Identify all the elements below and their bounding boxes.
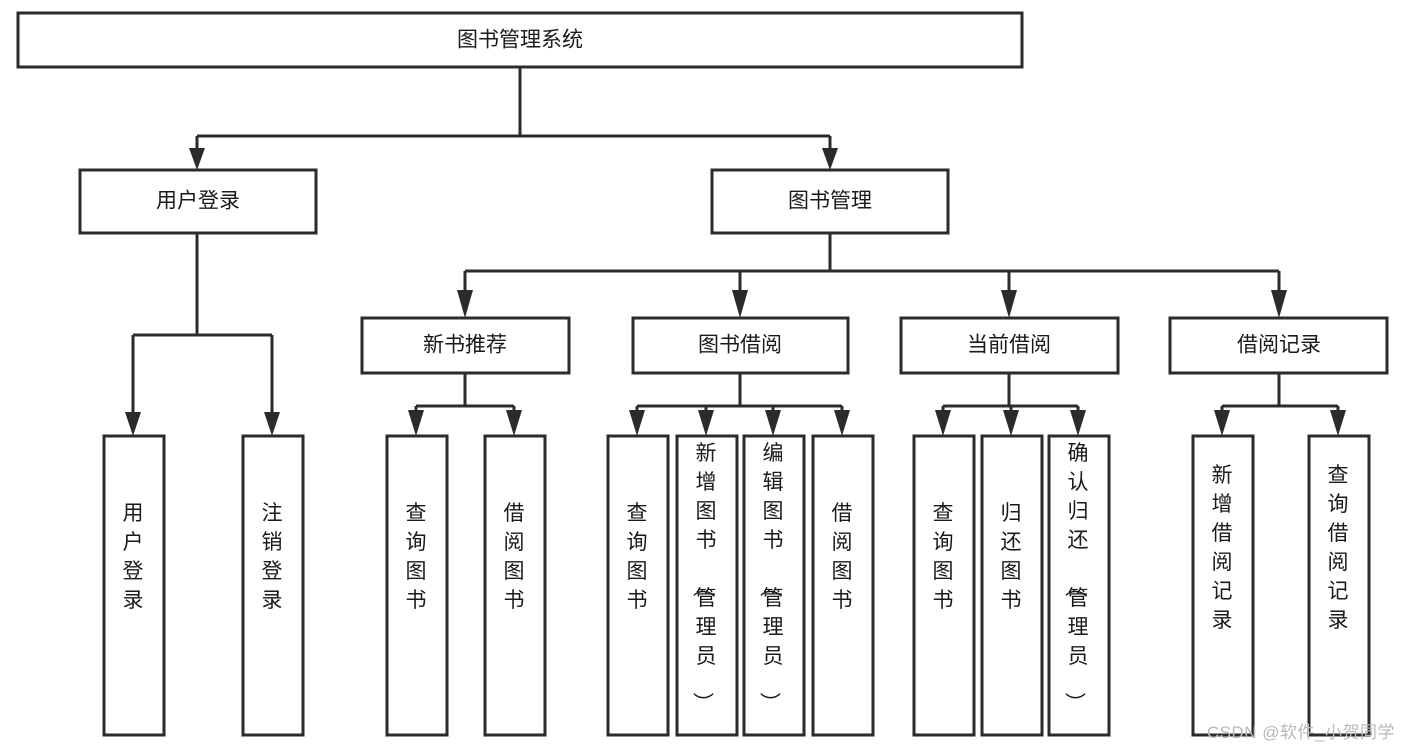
node-leaf-logout-login-box[interactable] bbox=[241, 434, 305, 737]
node-book-manage[interactable]: 图书管理 bbox=[710, 168, 950, 235]
node-leaf-edit-book-box[interactable] bbox=[742, 434, 806, 737]
arrow-head-leaf-return-book bbox=[1003, 410, 1019, 436]
node-current-borrow-label: 当前借阅 bbox=[967, 334, 1051, 357]
arrow-head-leaf-confirm-return bbox=[1070, 410, 1086, 436]
node-root-label: 图书管理系统 bbox=[457, 29, 583, 52]
arrow-head-leaf-query-book-2 bbox=[629, 410, 645, 436]
node-leaf-query-book-3-label: 查询图书 bbox=[933, 502, 954, 612]
node-leaf-query-book-2-box[interactable] bbox=[606, 434, 670, 737]
arrow-head-leaf-user-login bbox=[125, 412, 141, 436]
node-leaf-add-book-box[interactable] bbox=[675, 434, 739, 737]
node-leaf-edit-book-label: 编辑图书（管理员） bbox=[758, 442, 784, 713]
arrow-head-leaf-logout-login bbox=[264, 412, 280, 436]
node-leaf-edit-book[interactable]: 编辑图书（管理员） bbox=[742, 434, 806, 737]
node-book-manage-label: 图书管理 bbox=[788, 190, 872, 213]
node-leaf-query-book-1-box[interactable] bbox=[385, 434, 449, 737]
node-root[interactable]: 图书管理系统 bbox=[16, 11, 1024, 69]
node-leaf-query-book-3[interactable]: 查询图书 bbox=[912, 434, 976, 737]
arrow-head-leaf-borrow-book-1 bbox=[506, 410, 522, 436]
node-leaf-query-book-2[interactable]: 查询图书 bbox=[606, 434, 670, 737]
node-leaf-query-book-1-label: 查询图书 bbox=[406, 502, 427, 612]
node-leaf-return-book[interactable]: 归还图书 bbox=[980, 434, 1044, 737]
arrow-head-leaf-query-book-1 bbox=[408, 410, 424, 436]
node-leaf-add-record-box[interactable] bbox=[1191, 434, 1255, 737]
node-leaf-borrow-book-1[interactable]: 借阅图书 bbox=[483, 434, 547, 737]
node-borrow-record-box[interactable] bbox=[1168, 316, 1389, 375]
node-book-borrow-box[interactable] bbox=[631, 316, 850, 375]
arrow-head-user-login bbox=[189, 148, 205, 170]
node-leaf-confirm-return-label: 确认归还（管理员） bbox=[1063, 442, 1089, 713]
node-leaf-borrow-book-1-label: 借阅图书 bbox=[504, 502, 525, 612]
node-new-book-rec-box[interactable] bbox=[360, 316, 571, 375]
node-leaf-query-book-1[interactable]: 查询图书 bbox=[385, 434, 449, 737]
node-leaf-query-record[interactable]: 查询借阅记录 bbox=[1307, 434, 1371, 737]
node-user-login-label: 用户登录 bbox=[156, 190, 240, 213]
csdn-watermark: CSDN @软件_小贺同学 bbox=[1206, 723, 1395, 742]
arrow-head-borrow-record bbox=[1271, 290, 1287, 318]
node-leaf-logout-login-label: 注销登录 bbox=[262, 502, 283, 612]
arrow-head-leaf-query-book-3 bbox=[935, 410, 951, 436]
node-leaf-add-record-label: 新增借阅记录 bbox=[1212, 464, 1233, 632]
node-book-manage-box[interactable] bbox=[710, 168, 950, 235]
node-leaf-query-record-box[interactable] bbox=[1307, 434, 1371, 737]
node-leaf-logout-login[interactable]: 注销登录 bbox=[241, 434, 305, 737]
node-book-borrow-label: 图书借阅 bbox=[698, 334, 782, 357]
node-leaf-query-book-2-label: 查询图书 bbox=[627, 502, 648, 612]
node-current-borrow[interactable]: 当前借阅 bbox=[899, 316, 1120, 375]
node-leaf-confirm-return[interactable]: 确认归还（管理员） bbox=[1047, 434, 1111, 737]
node-leaf-borrow-book-1-box[interactable] bbox=[483, 434, 547, 737]
arrow-head-book-borrow bbox=[732, 290, 748, 318]
node-leaf-return-book-label: 归还图书 bbox=[1001, 502, 1022, 612]
node-borrow-record[interactable]: 借阅记录 bbox=[1168, 316, 1389, 375]
node-leaf-query-record-label: 查询借阅记录 bbox=[1328, 464, 1349, 632]
node-new-book-rec-label: 新书推荐 bbox=[423, 334, 507, 357]
node-leaf-borrow-book-2-box[interactable] bbox=[811, 434, 875, 737]
node-user-login[interactable]: 用户登录 bbox=[78, 168, 318, 235]
node-root-box[interactable] bbox=[16, 11, 1024, 69]
node-user-login-box[interactable] bbox=[78, 168, 318, 235]
node-leaf-confirm-return-box[interactable] bbox=[1047, 434, 1111, 737]
node-current-borrow-box[interactable] bbox=[899, 316, 1120, 375]
node-leaf-query-book-3-box[interactable] bbox=[912, 434, 976, 737]
arrow-head-leaf-edit-book bbox=[765, 410, 781, 436]
node-leaf-borrow-book-2-label: 借阅图书 bbox=[832, 502, 853, 612]
node-leaf-user-login-label: 用户登录 bbox=[123, 502, 144, 612]
node-leaf-add-book-label: 新增图书（管理员） bbox=[691, 442, 717, 713]
node-borrow-record-label: 借阅记录 bbox=[1237, 334, 1321, 357]
node-leaf-user-login-box[interactable] bbox=[102, 434, 166, 737]
node-leaf-add-record[interactable]: 新增借阅记录 bbox=[1191, 434, 1255, 737]
arrow-head-book-manage bbox=[822, 148, 838, 170]
arrow-head-leaf-add-book bbox=[698, 410, 714, 436]
node-leaf-return-book-box[interactable] bbox=[980, 434, 1044, 737]
arrow-head-new-book-rec bbox=[457, 290, 473, 318]
node-new-book-rec[interactable]: 新书推荐 bbox=[360, 316, 571, 375]
node-leaf-user-login[interactable]: 用户登录 bbox=[102, 434, 166, 737]
connector-layer bbox=[125, 67, 1346, 436]
arrow-head-current-borrow bbox=[1001, 290, 1017, 318]
arrow-head-leaf-add-record bbox=[1214, 410, 1230, 436]
node-book-borrow[interactable]: 图书借阅 bbox=[631, 316, 850, 375]
arrow-head-leaf-borrow-book-2 bbox=[834, 410, 850, 436]
node-leaf-add-book[interactable]: 新增图书（管理员） bbox=[675, 434, 739, 737]
arrow-head-leaf-query-record bbox=[1330, 410, 1346, 436]
node-leaf-borrow-book-2[interactable]: 借阅图书 bbox=[811, 434, 875, 737]
